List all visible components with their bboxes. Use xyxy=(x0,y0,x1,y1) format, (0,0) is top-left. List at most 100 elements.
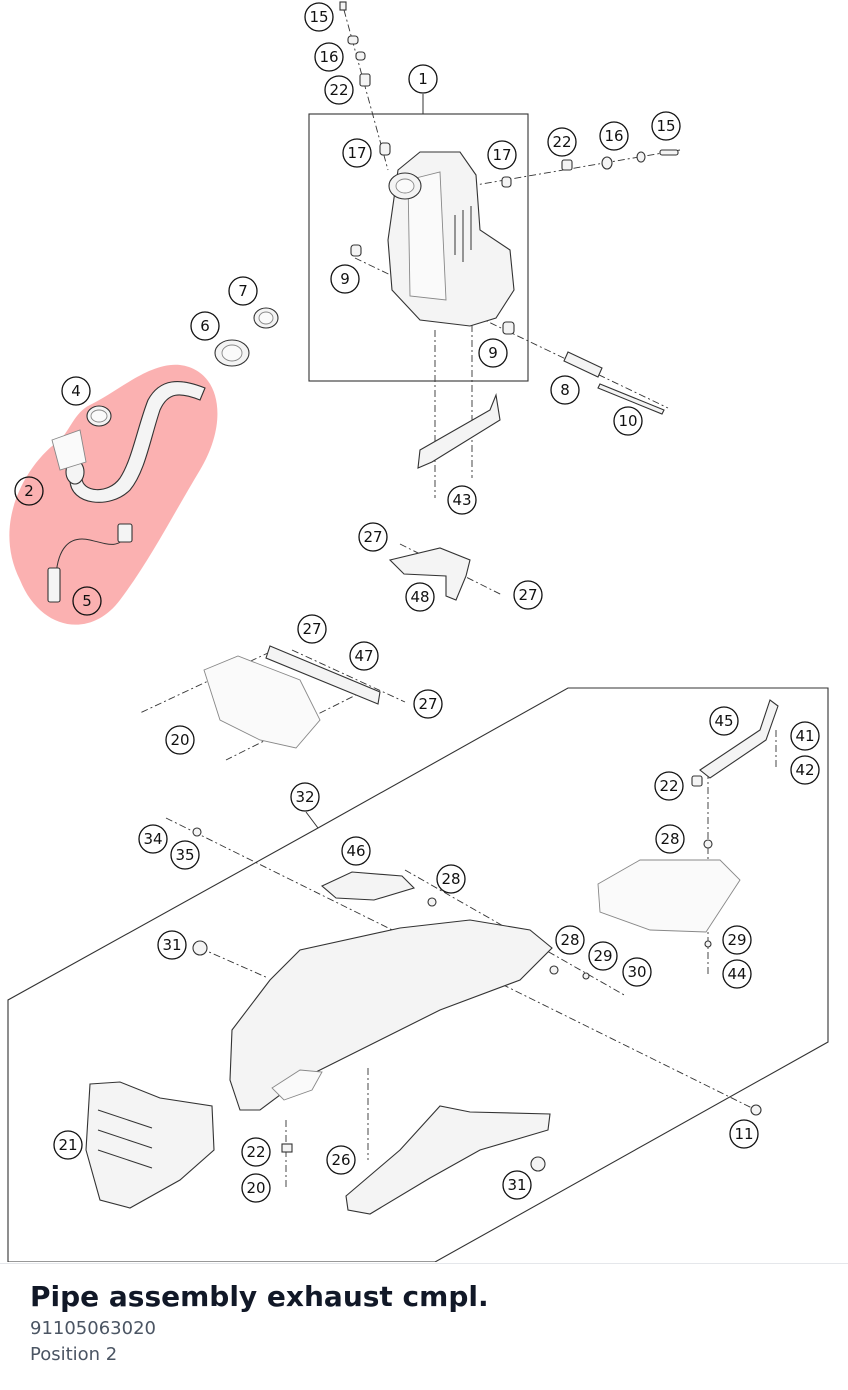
callout-20: 20 xyxy=(165,725,195,755)
guard-part xyxy=(345,1105,551,1215)
svg-text:31: 31 xyxy=(507,1176,526,1194)
svg-text:15: 15 xyxy=(309,8,328,26)
svg-text:5: 5 xyxy=(82,592,92,610)
svg-text:42: 42 xyxy=(795,761,814,779)
leader-32 xyxy=(305,811,319,829)
callout-2-highlighted: 2 xyxy=(14,476,44,506)
svg-text:11: 11 xyxy=(734,1125,753,1143)
muffler-bracket-part xyxy=(417,392,501,469)
part-position: Position 2 xyxy=(30,1344,118,1365)
callout-17: 17 xyxy=(342,138,372,168)
belly-pan-part xyxy=(229,919,553,1111)
callout-47: 47 xyxy=(349,641,379,671)
callout-11: 11 xyxy=(729,1119,759,1149)
svg-text:28: 28 xyxy=(560,931,579,949)
callout-27: 27 xyxy=(358,522,388,552)
svg-text:27: 27 xyxy=(363,528,382,546)
svg-text:1: 1 xyxy=(418,70,428,88)
callout-29: 29 xyxy=(588,941,618,971)
svg-text:35: 35 xyxy=(175,846,194,864)
callout-31: 31 xyxy=(502,1170,532,1200)
callout-9: 9 xyxy=(478,338,508,368)
axis-line xyxy=(399,543,503,596)
callout-22: 22 xyxy=(547,127,577,157)
rubber-grommet-part xyxy=(350,142,515,335)
callout-21: 21 xyxy=(53,1130,83,1160)
screw-part xyxy=(339,1,679,171)
callout-43: 43 xyxy=(447,485,477,515)
callout-45: 45 xyxy=(709,706,739,736)
spacer-sleeve-part xyxy=(563,351,665,415)
svg-text:29: 29 xyxy=(593,947,612,965)
clamp-ring-part xyxy=(86,307,279,427)
callout-26: 26 xyxy=(326,1145,356,1175)
svg-text:30: 30 xyxy=(627,963,646,981)
svg-text:32: 32 xyxy=(295,788,314,806)
svg-text:45: 45 xyxy=(714,712,733,730)
callout-28: 28 xyxy=(436,864,466,894)
callout-10: 10 xyxy=(613,406,643,436)
callout-20: 20 xyxy=(241,1173,271,1203)
svg-text:17: 17 xyxy=(492,146,511,164)
svg-text:4: 4 xyxy=(71,382,81,400)
part-caption: Pipe assembly exhaust cmpl. 91105063020 … xyxy=(30,1278,828,1368)
axis-line xyxy=(165,817,757,1111)
svg-text:46: 46 xyxy=(346,842,365,860)
muffler-part xyxy=(387,151,515,327)
axis-line xyxy=(354,257,669,409)
svg-text:22: 22 xyxy=(329,81,348,99)
callout-22: 22 xyxy=(241,1137,271,1167)
callout-28: 28 xyxy=(555,925,585,955)
axis-line xyxy=(139,651,271,714)
svg-text:48: 48 xyxy=(410,588,429,606)
svg-text:27: 27 xyxy=(302,620,321,638)
side-cover-part xyxy=(85,1081,215,1209)
caption-divider xyxy=(0,1263,848,1264)
svg-text:7: 7 xyxy=(238,282,248,300)
svg-text:15: 15 xyxy=(656,117,675,135)
callout-6: 6 xyxy=(190,311,220,341)
svg-text:9: 9 xyxy=(488,344,498,362)
svg-text:22: 22 xyxy=(552,133,571,151)
part-title: Pipe assembly exhaust cmpl. xyxy=(30,1280,489,1313)
small-fastener-part xyxy=(192,775,762,1172)
callout-46: 46 xyxy=(341,836,371,866)
svg-text:47: 47 xyxy=(354,647,373,665)
callout-22: 22 xyxy=(324,75,354,105)
callout-9: 9 xyxy=(330,264,360,294)
callout-34: 34 xyxy=(138,824,168,854)
callout-42: 42 xyxy=(790,755,820,785)
callout-29: 29 xyxy=(722,925,752,955)
callout-32: 32 xyxy=(290,782,320,812)
axis-line xyxy=(291,649,406,703)
callout-41: 41 xyxy=(790,721,820,751)
callout-16: 16 xyxy=(314,42,344,72)
part-number: 91105063020 xyxy=(30,1318,156,1339)
svg-text:27: 27 xyxy=(518,586,537,604)
svg-text:21: 21 xyxy=(58,1136,77,1154)
svg-text:34: 34 xyxy=(143,830,162,848)
cover-group-frame xyxy=(7,687,829,1262)
svg-text:17: 17 xyxy=(347,144,366,162)
svg-text:16: 16 xyxy=(604,127,623,145)
muffler-group-frame xyxy=(308,113,529,382)
svg-text:26: 26 xyxy=(331,1151,350,1169)
axis-line xyxy=(199,947,269,979)
svg-text:31: 31 xyxy=(162,936,181,954)
svg-text:22: 22 xyxy=(246,1143,265,1161)
exploded-parts-diagram: 15 16 22 1 17 17 22 16 15 9 9 8 10 7 6 4… xyxy=(7,1,829,1262)
callout-28: 28 xyxy=(655,824,685,854)
svg-text:20: 20 xyxy=(246,1179,265,1197)
callout-17: 17 xyxy=(487,140,517,170)
callout-7: 7 xyxy=(228,276,258,306)
cover-part xyxy=(203,655,741,933)
svg-text:41: 41 xyxy=(795,727,814,745)
svg-text:43: 43 xyxy=(452,491,471,509)
svg-text:28: 28 xyxy=(441,870,460,888)
callout-27: 27 xyxy=(297,614,327,644)
callout-31: 31 xyxy=(157,930,187,960)
callout-15: 15 xyxy=(304,2,334,32)
svg-text:22: 22 xyxy=(659,777,678,795)
heat-shield-part xyxy=(320,871,416,901)
svg-text:9: 9 xyxy=(340,270,350,288)
